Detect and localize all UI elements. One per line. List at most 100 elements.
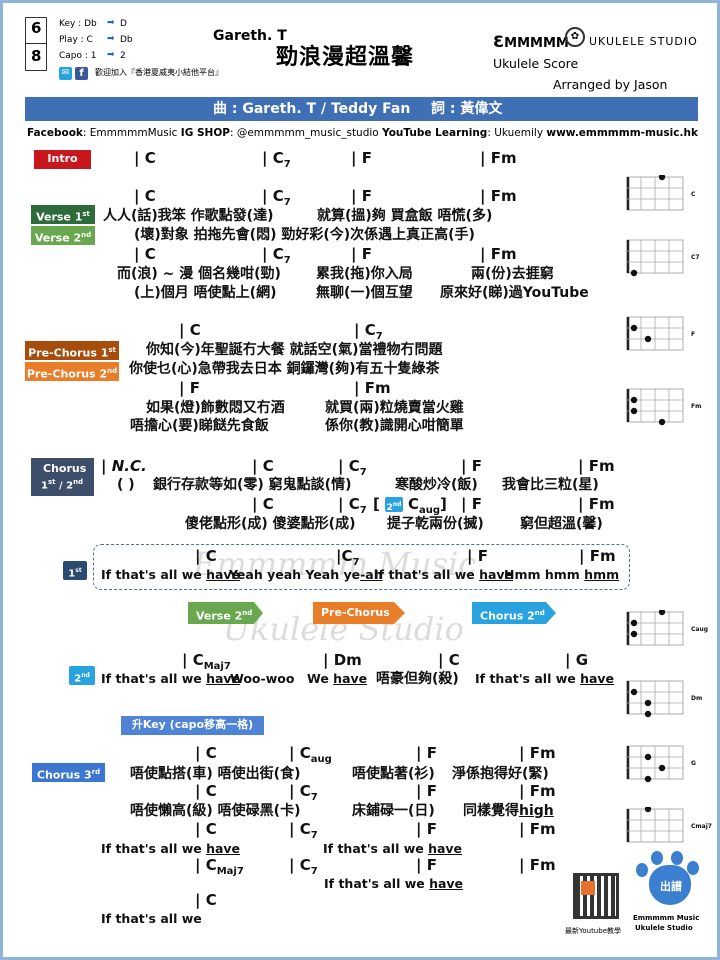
chord-grid-icon — [626, 805, 684, 843]
chord-grid-icon — [626, 680, 684, 718]
yt-value[interactable]: : Ukuemily — [487, 127, 544, 139]
lyric-line: We have — [307, 671, 368, 686]
chord-grid-icon — [626, 316, 684, 351]
lyric-line: If that's all we have — [101, 567, 241, 582]
chord: | Fm — [480, 245, 517, 263]
fb-value[interactable]: : EmmmmmMusic — [82, 127, 178, 139]
first-ending-badge: 1st — [63, 561, 87, 580]
chord: | F — [416, 744, 437, 762]
paw-toe-icon — [651, 851, 663, 865]
lyric-line: 寒酸炒冷(飯) — [395, 477, 478, 493]
social-line: Facebook: EmmmmmMusic IG SHOP: @emmmmm_m… — [27, 128, 698, 139]
arrow-right-icon: ➡ — [107, 50, 115, 60]
chord-diagram-label: Caug — [691, 626, 709, 633]
yt-label: YouTube Learning — [382, 127, 488, 139]
chord: | C7 — [262, 149, 291, 170]
lyric-line: Yeah yeah Yeah ye-ah — [229, 567, 383, 582]
chord-grid-icon — [626, 608, 684, 646]
chord-diagram-label: Fm — [691, 403, 702, 410]
lyric-line: If that's all we have — [101, 841, 241, 856]
lyric-line: If that's all we — [101, 911, 202, 926]
chord-grid-icon — [626, 388, 684, 426]
chord-grid-icon — [626, 239, 684, 277]
brand-logo: ƐMMMMM — [493, 34, 569, 51]
chord-diagram-label: F — [691, 331, 696, 338]
chord: | Fm — [519, 820, 556, 838]
chord-diagram: Caug — [613, 608, 713, 652]
paw-toe-icon — [671, 851, 683, 865]
chord-diagram-label: Dm — [691, 695, 703, 702]
lyricist-credit: 詞 : 黃偉文 — [431, 101, 503, 117]
logo-line2: Ukulele Studio — [635, 924, 693, 932]
chord: | F — [461, 457, 482, 475]
chat-icon[interactable]: ✉ — [59, 67, 72, 80]
lyric-line: Hmm hmm hmm — [504, 567, 620, 582]
chord: | C — [195, 782, 217, 800]
arrow-chorus2: Chorus 2nd — [472, 602, 556, 624]
lyric-line: 淨係抱得好(緊) — [452, 766, 549, 782]
ig-label: IG SHOP — [180, 127, 230, 139]
chorus-tag-label: Chorus — [43, 462, 87, 475]
score-type: Ukulele Score — [493, 56, 579, 71]
paw-toe-icon — [687, 861, 699, 875]
chord: | Fm — [578, 457, 615, 475]
lyric-line: (壞)對象 拍拖先會(悶) 勁好彩(今)次係遇上真正高(手) — [134, 227, 475, 243]
qr-code-icon[interactable] — [573, 873, 619, 919]
time-sig-bottom: 8 — [31, 47, 42, 65]
chord: | F — [351, 187, 372, 205]
facebook-icon[interactable]: f — [75, 67, 88, 80]
key-target: D — [120, 19, 127, 29]
lyric-line: If that's all we have — [323, 841, 463, 856]
chord: | F — [416, 782, 437, 800]
key-up-tag: 升Key (capo移高一格) — [121, 716, 264, 735]
arrow-right-icon: ➡ — [107, 18, 115, 28]
chord: | F — [351, 149, 372, 167]
lyric-line: If that's all we have — [475, 671, 615, 686]
chord-diagram: F — [613, 315, 713, 357]
chord: | C — [195, 744, 217, 762]
intro-tag: Intro — [34, 150, 91, 169]
chord: | C7 — [289, 820, 318, 841]
chord: | G — [565, 651, 589, 669]
key-label: Key : Db — [59, 19, 97, 29]
chord: | Fm — [480, 187, 517, 205]
chord-grid-icon — [626, 173, 684, 211]
chord: | Dm — [323, 651, 362, 669]
second-time-badge: 2nd — [385, 497, 403, 513]
brand-text: MMMMM — [504, 36, 569, 51]
capo-target: 2 — [120, 51, 126, 61]
arrow-pre-chorus2: Pre-Chorus 2nd — [313, 602, 405, 624]
qr-center-mark — [581, 881, 595, 895]
chord: | Caug — [289, 744, 332, 765]
chord: | Fm — [578, 495, 615, 513]
paw-logo-icon — [649, 865, 691, 905]
lyric-line: 唔使點搭(車) 唔使出街(食) — [130, 766, 301, 782]
chord: | C7 — [262, 245, 291, 266]
chord: | C — [134, 187, 156, 205]
chord: Caug] — [408, 495, 447, 516]
play-label: Play : C — [59, 35, 93, 45]
lyric-line: 床鋪碌一(日) — [352, 803, 435, 819]
chord: | C — [252, 495, 274, 513]
song-title: 勁浪漫超溫馨 — [276, 45, 415, 70]
lyric-line: 銀行存款等如(零) 窮鬼點談(情) — [153, 477, 352, 493]
chord: | C — [195, 820, 217, 838]
arranger: Arranged by Jason — [553, 77, 668, 92]
time-signature-box — [25, 17, 47, 71]
lyric-line: 唔使點著(衫) — [352, 766, 435, 782]
pre-chorus2-tag: Pre-Chorus 2nd — [25, 362, 119, 381]
chord: | F — [461, 495, 482, 513]
ig-value[interactable]: : @emmmmm_music_studio — [229, 127, 379, 139]
chord: | F — [416, 856, 437, 874]
chord-diagram-label: C — [691, 191, 696, 198]
fb-label: Facebook — [27, 127, 83, 139]
website-link[interactable]: www.emmmmm-music.hk — [546, 127, 698, 139]
chord: | F — [416, 820, 437, 838]
paw-toe-icon — [636, 863, 648, 877]
verse1-tag: Verse 1st — [31, 205, 95, 224]
qr-caption: 最新Youtube教學 — [565, 927, 621, 935]
chord: | F — [351, 245, 372, 263]
bracket-open: [ — [373, 495, 380, 513]
logo-line1: Emmmmm Music — [633, 914, 700, 922]
